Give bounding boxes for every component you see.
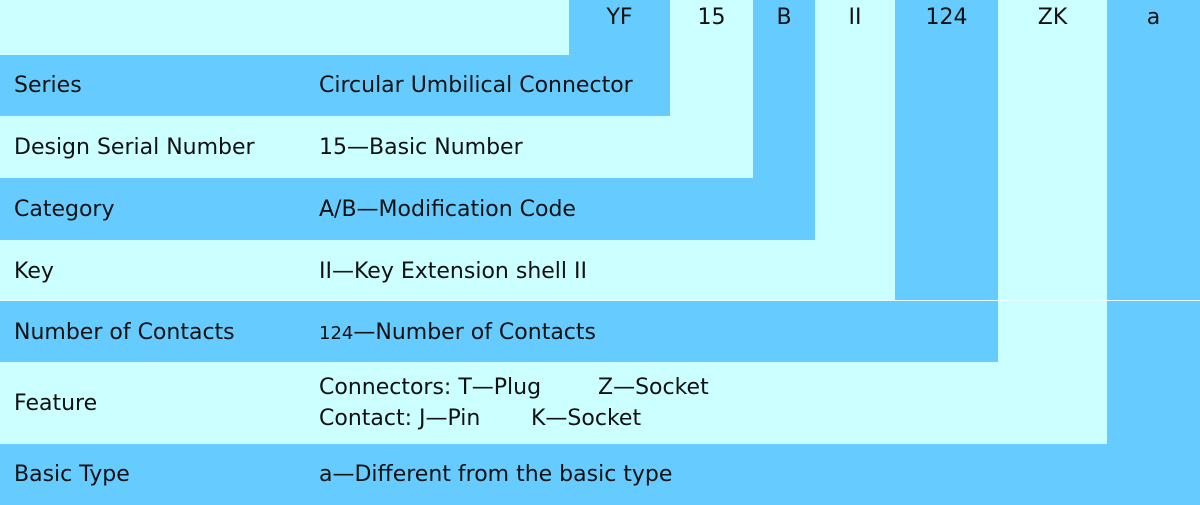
label-feature: Feature bbox=[14, 391, 98, 416]
column-zk bbox=[998, 0, 1107, 362]
code-124: 124 bbox=[925, 5, 968, 30]
column-124 bbox=[895, 0, 998, 301]
value-feature-line2-a: Contact: J—Pin bbox=[319, 406, 481, 431]
code-15: 15 bbox=[697, 5, 726, 30]
value-feature-line1-b: Z—Socket bbox=[598, 375, 709, 400]
label-design-serial: Design Serial Number bbox=[14, 135, 255, 160]
column-yf bbox=[569, 0, 670, 55]
label-basic-type: Basic Type bbox=[14, 462, 130, 487]
label-contacts: Number of Contacts bbox=[14, 320, 235, 345]
code-a: a bbox=[1146, 5, 1161, 30]
label-category: Category bbox=[14, 197, 115, 222]
separator-line bbox=[0, 300, 1200, 301]
value-category: A/B—Modification Code bbox=[319, 197, 576, 222]
row-band-design-serial bbox=[0, 116, 753, 178]
code-yf: YF bbox=[606, 5, 633, 30]
row-band-basic-type bbox=[0, 444, 1200, 505]
value-contacts-number: 124 bbox=[319, 323, 354, 344]
row-band-key bbox=[0, 240, 895, 301]
value-feature-line2-b: K—Socket bbox=[531, 406, 642, 431]
value-contacts: 124—Number of Contacts bbox=[319, 320, 596, 345]
code-ii: II bbox=[848, 5, 862, 30]
row-band-category bbox=[0, 178, 815, 240]
value-key: II—Key Extension shell II bbox=[319, 259, 587, 284]
column-15 bbox=[670, 0, 753, 116]
label-series: Series bbox=[14, 73, 82, 98]
value-contacts-text: —Number of Contacts bbox=[353, 320, 596, 345]
column-ii bbox=[815, 0, 895, 240]
row-band-feature bbox=[0, 362, 1107, 444]
value-design-serial: 15—Basic Number bbox=[319, 135, 523, 160]
column-b bbox=[753, 0, 815, 178]
value-feature-line1-a: Connectors: T—Plug bbox=[319, 375, 542, 400]
value-series: Circular Umbilical Connector bbox=[319, 73, 633, 98]
code-zk: ZK bbox=[1037, 5, 1068, 30]
code-b: B bbox=[776, 5, 792, 30]
label-key: Key bbox=[14, 259, 54, 284]
row-band-series bbox=[0, 55, 670, 116]
value-basic-type: a—Different from the basic type bbox=[319, 462, 673, 487]
row-band-contacts bbox=[0, 301, 998, 362]
column-a bbox=[1107, 0, 1200, 444]
